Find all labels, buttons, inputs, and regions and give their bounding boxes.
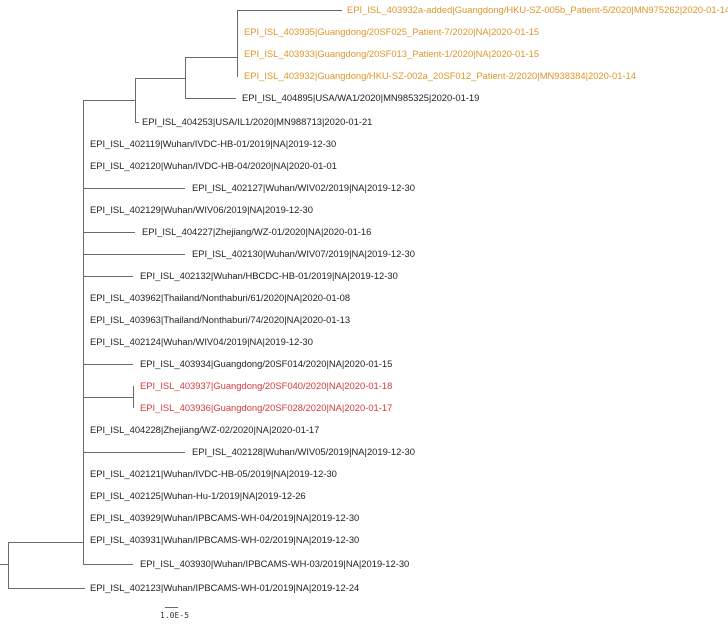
leaf-label: EPI_ISL_402128|Wuhan/WIV05/2019|NA|2019-… [192, 446, 415, 457]
leaf-label: EPI_ISL_403935|Guangdong/20SF025_Patient… [244, 26, 540, 37]
leaf-label: EPI_ISL_402129|Wuhan/WIV06/2019|NA|2019-… [90, 204, 313, 215]
leaf-label: EPI_ISL_402127|Wuhan/WIV02/2019|NA|2019-… [192, 182, 415, 193]
leaf-label: EPI_ISL_402132|Wuhan/HBCDC-HB-01/2019|NA… [140, 270, 398, 281]
leaf-label: EPI_ISL_402124|Wuhan/WIV04/2019|NA|2019-… [90, 336, 313, 347]
leaf-label: EPI_ISL_403934|Guangdong/20SF014/2020|NA… [140, 358, 393, 369]
leaf-label: EPI_ISL_403962|Thailand/Nonthaburi/61/20… [90, 292, 351, 303]
scale-bar-label: 1.0E-5 [160, 611, 189, 620]
leaf-label: EPI_ISL_402121|Wuhan/IVDC-HB-05/2019|NA|… [90, 468, 337, 479]
leaf-label: EPI_ISL_403937|Guangdong/20SF040/2020|NA… [140, 380, 393, 391]
leaf-label: EPI_ISL_403931|Wuhan/IPBCAMS-WH-02/2019|… [90, 534, 360, 545]
leaf-label: EPI_ISL_403932a-added|Guangdong/HKU-SZ-0… [347, 4, 728, 15]
leaf-label: EPI_ISL_402125|Wuhan-Hu-1/2019|NA|2019-1… [90, 490, 306, 501]
leaf-label: EPI_ISL_403963|Thailand/Nonthaburi/74/20… [90, 314, 351, 325]
leaf-label: EPI_ISL_404895|USA/WA1/2020|MN985325|202… [242, 92, 480, 103]
leaf-label: EPI_ISL_404227|Zhejiang/WZ-01/2020|NA|20… [142, 226, 372, 237]
leaf-label: EPI_ISL_402119|Wuhan/IVDC-HB-01/2019|NA|… [90, 138, 337, 149]
leaf-label: EPI_ISL_404253|USA/IL1/2020|MN988713|202… [142, 116, 373, 127]
leaf-label: EPI_ISL_404228|Zhejiang/WZ-02/2020|NA|20… [90, 424, 320, 435]
leaf-label: EPI_ISL_403929|Wuhan/IPBCAMS-WH-04/2019|… [90, 512, 360, 523]
leaf-label: EPI_ISL_403936|Guangdong/20SF028/2020|NA… [140, 402, 393, 413]
leaf-label: EPI_ISL_403930|Wuhan/IPBCAMS-WH-03/2019|… [140, 558, 410, 569]
leaf-label: EPI_ISL_402120|Wuhan/IVDC-HB-04/2020|NA|… [90, 160, 337, 171]
leaf-label: EPI_ISL_403932|Guangdong/HKU-SZ-002a_20S… [244, 70, 636, 81]
leaf-label: EPI_ISL_402130|Wuhan/WIV07/2019|NA|2019-… [192, 248, 415, 259]
leaf-label: EPI_ISL_403933|Guangdong/20SF013_Patient… [244, 48, 540, 59]
leaf-label: EPI_ISL_402123|Wuhan/IPBCAMS-WH-01/2019|… [90, 582, 360, 593]
